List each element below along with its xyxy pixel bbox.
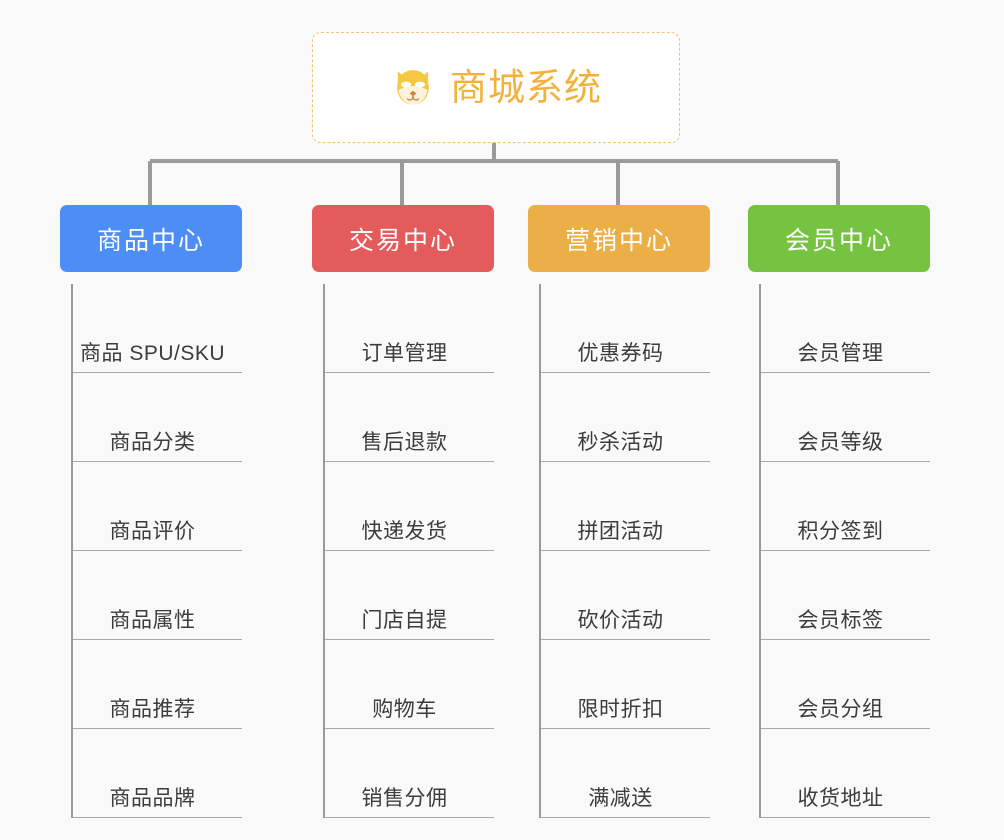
list-item-label: 优惠券码 [577, 342, 664, 365]
category-header-trade[interactable]: 交易中心 [312, 205, 494, 272]
list-item[interactable]: 会员等级 [761, 373, 930, 462]
list-item-label: 会员管理 [797, 342, 884, 365]
category-header-label: 营销中心 [564, 226, 673, 255]
list-item[interactable]: 商品推荐 [73, 640, 242, 729]
leaf-list-trade: 订单管理 售后退款 快递发货 门店自提 购物车 销售分佣 [323, 284, 494, 818]
list-item-label: 砍价活动 [577, 609, 664, 632]
leaf-list-product: 商品 SPU/SKU 商品分类 商品评价 商品属性 商品推荐 商品品牌 [71, 284, 242, 818]
list-item-label: 购物车 [372, 698, 437, 721]
list-item[interactable]: 销售分佣 [325, 729, 494, 818]
list-item-label: 销售分佣 [361, 787, 448, 810]
list-item-label: 门店自提 [361, 609, 448, 632]
list-item[interactable]: 会员管理 [761, 284, 930, 373]
list-item[interactable]: 拼团活动 [541, 462, 710, 551]
list-item-label: 会员分组 [797, 698, 884, 721]
list-item[interactable]: 积分签到 [761, 462, 930, 551]
category-header-marketing[interactable]: 营销中心 [528, 205, 710, 272]
list-item-label: 商品评价 [109, 520, 196, 543]
list-item[interactable]: 售后退款 [325, 373, 494, 462]
list-item[interactable]: 满减送 [541, 729, 710, 818]
list-item[interactable]: 商品分类 [73, 373, 242, 462]
list-item-label: 满减送 [588, 787, 653, 810]
list-item[interactable]: 快递发货 [325, 462, 494, 551]
root-title: 商城系统 [450, 67, 602, 108]
list-item-label: 商品品牌 [109, 787, 196, 810]
list-item-label: 商品属性 [109, 609, 196, 632]
category-header-label: 交易中心 [348, 226, 457, 255]
category-column-trade: 交易中心 订单管理 售后退款 快递发货 门店自提 购物车 销售分佣 [312, 205, 494, 818]
category-column-marketing: 营销中心 优惠券码 秒杀活动 拼团活动 砍价活动 限时折扣 满减送 [528, 205, 710, 818]
dog-face-icon [397, 69, 429, 104]
category-column-member: 会员中心 会员管理 会员等级 积分签到 会员标签 会员分组 收货地址 [748, 205, 930, 818]
list-item[interactable]: 优惠券码 [541, 284, 710, 373]
list-item[interactable]: 商品品牌 [73, 729, 242, 818]
list-item[interactable]: 购物车 [325, 640, 494, 729]
category-header-product[interactable]: 商品中心 [60, 205, 242, 272]
list-item-label: 会员等级 [797, 431, 884, 454]
list-item-label: 商品推荐 [109, 698, 196, 721]
list-item-label: 会员标签 [797, 609, 884, 632]
root-node[interactable]: 商城系统 [312, 32, 680, 143]
list-item-label: 订单管理 [361, 342, 448, 365]
category-header-label: 会员中心 [784, 226, 893, 255]
list-item[interactable]: 限时折扣 [541, 640, 710, 729]
list-item[interactable]: 订单管理 [325, 284, 494, 373]
list-item[interactable]: 砍价活动 [541, 551, 710, 640]
list-item[interactable]: 商品 SPU/SKU [73, 284, 242, 373]
list-item[interactable]: 会员分组 [761, 640, 930, 729]
list-item-label: 商品分类 [109, 431, 196, 454]
list-item[interactable]: 秒杀活动 [541, 373, 710, 462]
list-item-label: 快递发货 [361, 520, 448, 543]
category-header-member[interactable]: 会员中心 [748, 205, 930, 272]
list-item-label: 收货地址 [797, 787, 884, 810]
list-item[interactable]: 门店自提 [325, 551, 494, 640]
list-item[interactable]: 会员标签 [761, 551, 930, 640]
list-item-label: 拼团活动 [577, 520, 664, 543]
list-item-label: 积分签到 [797, 520, 884, 543]
category-header-label: 商品中心 [96, 226, 205, 255]
list-item-label: 商品 SPU/SKU [79, 342, 226, 365]
list-item[interactable]: 收货地址 [761, 729, 930, 818]
list-item-label: 限时折扣 [577, 698, 664, 721]
list-item-label: 售后退款 [361, 431, 448, 454]
list-item[interactable]: 商品属性 [73, 551, 242, 640]
category-column-product: 商品中心 商品 SPU/SKU 商品分类 商品评价 商品属性 商品推荐 商品品牌 [60, 205, 242, 818]
leaf-list-marketing: 优惠券码 秒杀活动 拼团活动 砍价活动 限时折扣 满减送 [539, 284, 710, 818]
list-item[interactable]: 商品评价 [73, 462, 242, 551]
list-item-label: 秒杀活动 [577, 431, 664, 454]
leaf-list-member: 会员管理 会员等级 积分签到 会员标签 会员分组 收货地址 [759, 284, 930, 818]
